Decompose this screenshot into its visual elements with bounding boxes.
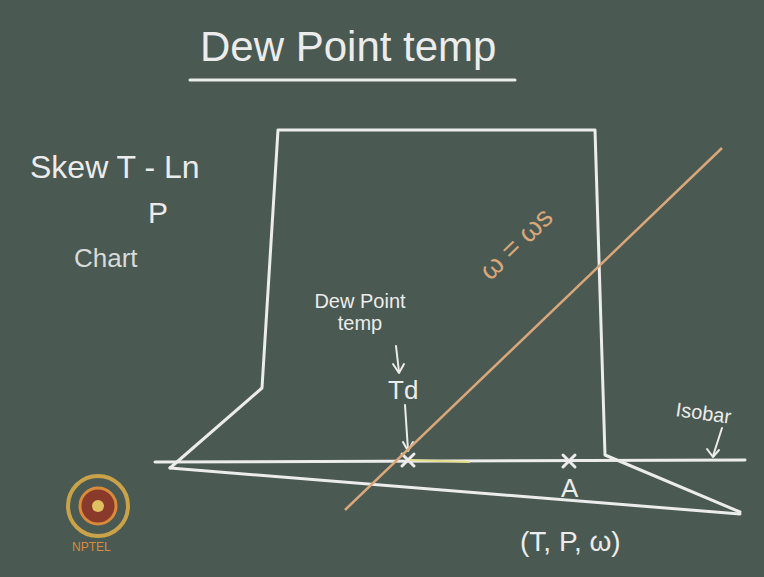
isobar-label: Isobar (674, 398, 732, 428)
isobar-line (155, 460, 745, 462)
dew-point-label: Dew Point temp (300, 290, 420, 334)
title-underline (190, 79, 515, 82)
point-label: A (561, 474, 578, 503)
point-mark (563, 455, 575, 467)
chart-name: P (148, 196, 168, 229)
point-mark (563, 455, 575, 467)
saturation-line (345, 148, 722, 510)
line-label: ω = ωs (471, 200, 561, 289)
chart-name: Skew T - Ln (30, 150, 200, 185)
logo-ring (68, 476, 128, 536)
chart-base (170, 468, 740, 514)
chart-name: Chart (74, 244, 138, 273)
logo-center (92, 500, 104, 512)
title: Dew Point temp (200, 24, 496, 70)
arrow-head (707, 449, 719, 457)
nptel-logo (68, 476, 128, 536)
symbol-label: Td (388, 376, 418, 405)
leader-line (405, 405, 408, 450)
highlight-stroke (410, 460, 470, 462)
arrow-head (393, 364, 404, 373)
logo-core (80, 488, 116, 524)
point-coordinates: (T, P, ω) (520, 527, 621, 558)
chart-outline (170, 130, 740, 512)
logo-text: NPTEL (72, 541, 111, 554)
